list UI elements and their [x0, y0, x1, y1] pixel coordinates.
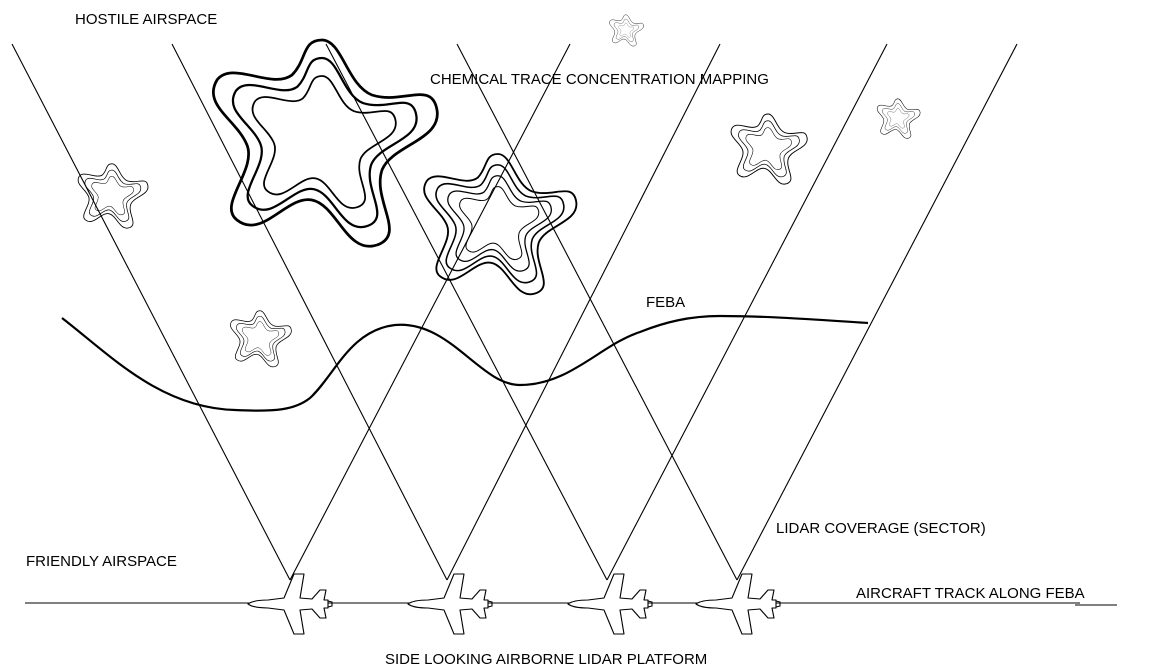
cloud-left	[77, 163, 149, 229]
aircraft-icon	[695, 573, 781, 635]
aircraft-icons	[247, 573, 781, 635]
sector-line	[446, 43, 721, 581]
aircraft-icon	[247, 573, 333, 635]
hostile-airspace-label: HOSTILE AIRSPACE	[75, 11, 217, 28]
cloud-right	[730, 113, 808, 185]
cloud-far-right	[876, 98, 921, 139]
feba-label: FEBA	[646, 294, 685, 311]
sector-line	[11, 43, 291, 581]
sector-line	[456, 43, 738, 581]
sector-line	[289, 43, 571, 581]
cloud-large	[211, 38, 439, 248]
chemical-mapping-label: CHEMICAL TRACE CONCENTRATION MAPPING	[430, 71, 769, 88]
sector-line	[171, 43, 448, 581]
sector-line	[325, 43, 608, 581]
platform-label: SIDE LOOKING AIRBORNE LIDAR PLATFORM	[385, 651, 707, 668]
chemical-clouds	[77, 14, 921, 368]
aircraft-track-label: AIRCRAFT TRACK ALONG FEBA	[856, 585, 1085, 602]
cloud-center	[423, 153, 578, 296]
feba-line	[61, 314, 869, 412]
sector-line	[736, 43, 1018, 581]
lidar-coverage-lines	[11, 43, 1018, 581]
aircraft-icon	[567, 573, 653, 635]
aircraft-icon	[407, 573, 493, 635]
cloud-top	[609, 14, 644, 47]
cloud-lower-left	[230, 310, 292, 368]
friendly-airspace-label: FRIENDLY AIRSPACE	[26, 553, 177, 570]
lidar-coverage-label: LIDAR COVERAGE (SECTOR)	[776, 520, 986, 537]
sector-line	[606, 43, 888, 581]
